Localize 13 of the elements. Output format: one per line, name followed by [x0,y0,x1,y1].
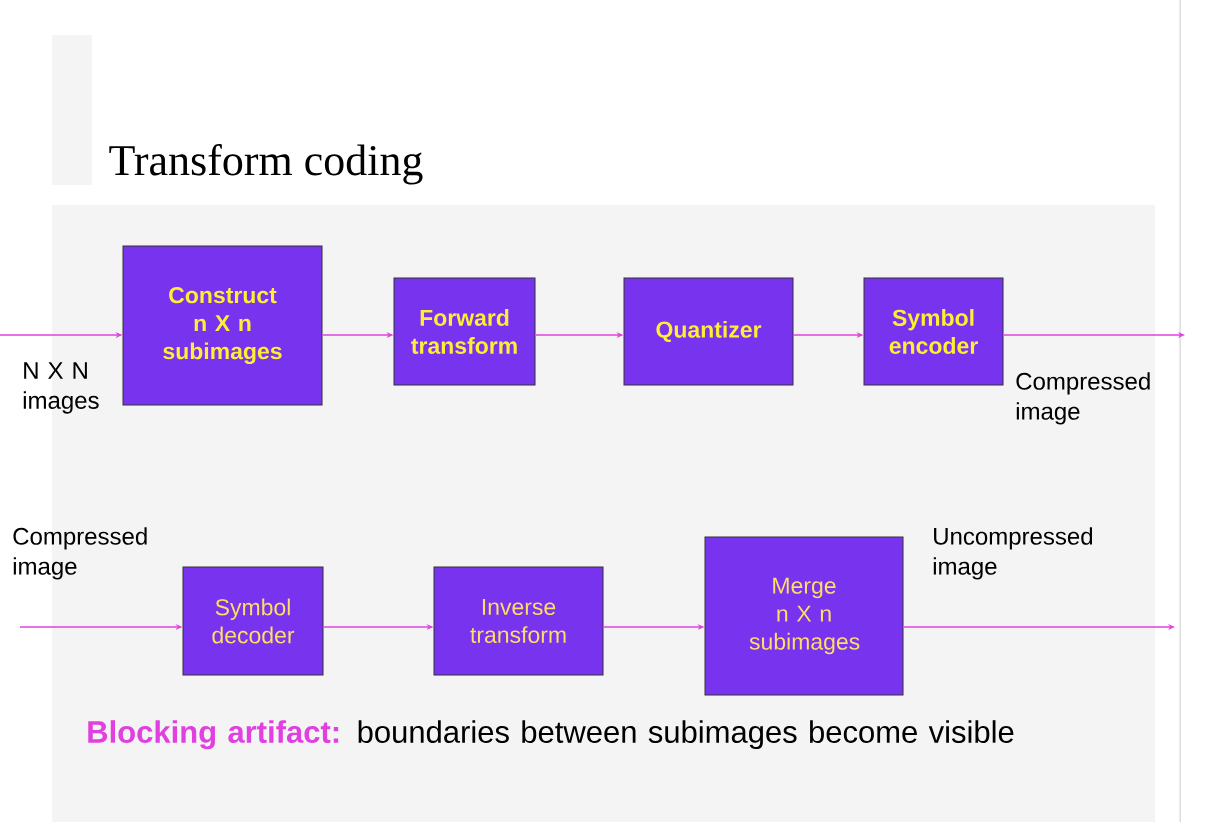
edge-label: N X N images [23,362,99,414]
process-box: Merge n X n subimages [704,536,904,696]
edge-label: Compressed image [13,527,147,580]
process-box: Symbol encoder [863,277,1004,386]
title: Transform coding [109,144,423,185]
edge-label: Compressed image [1016,372,1150,425]
process-box: Inverse transform [433,566,604,676]
edge-label: Uncompressed image [933,527,1093,580]
process-box: Symbol decoder [182,566,324,676]
process-box: Quantizer [623,277,794,386]
note-text: Blocking artifact: boundaries between subimages become visible [88,720,1014,750]
process-box: Construct n X n subimages [122,245,323,406]
process-box: Forward transform [393,277,536,386]
